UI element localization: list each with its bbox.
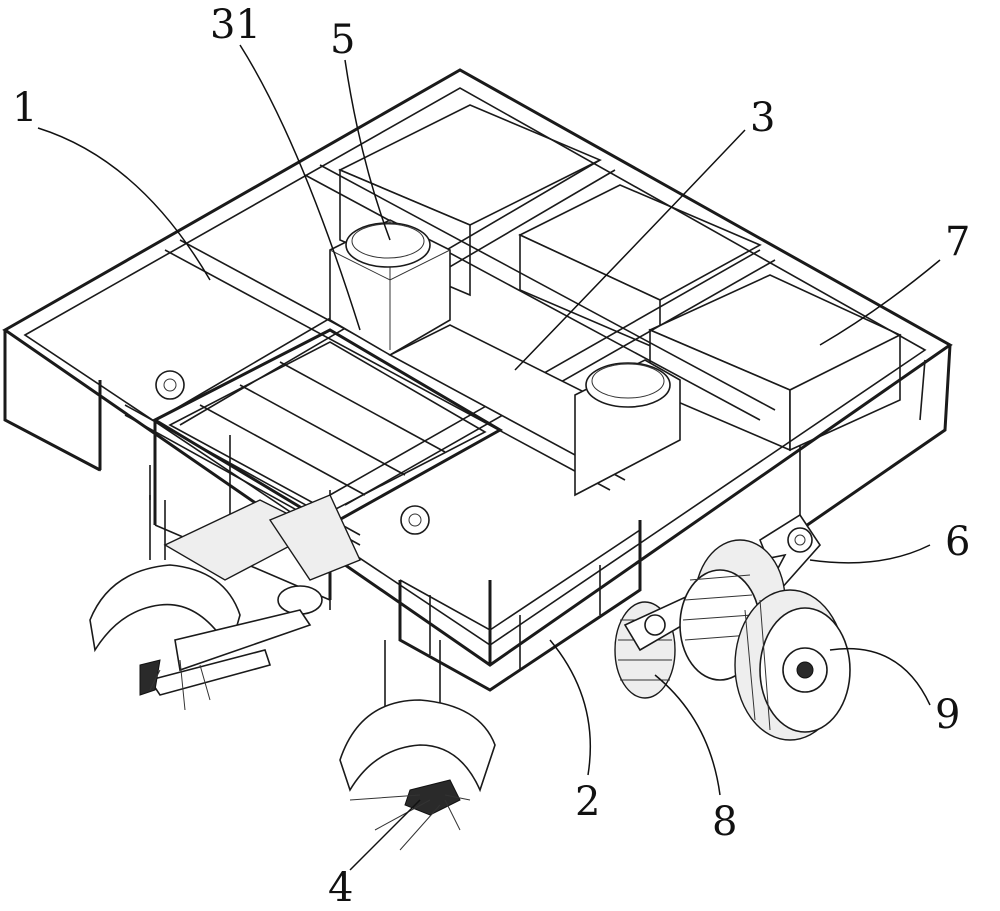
tiller-4 (339, 640, 496, 851)
label-9: 9 (935, 692, 961, 738)
shafts (124, 370, 430, 615)
label-4: 4 (328, 865, 354, 911)
wheel-9 (734, 589, 851, 741)
label-8: 8 (712, 799, 738, 845)
label-7: 7 (945, 219, 971, 265)
tank-5 (345, 222, 431, 268)
label-31: 31 (210, 2, 261, 48)
label-3: 3 (750, 95, 776, 141)
label-5: 5 (330, 17, 356, 63)
label-1: 1 (12, 85, 38, 131)
tiller-left (89, 495, 312, 711)
label-6: 6 (945, 519, 971, 565)
leader-lines (37, 44, 941, 871)
label-2: 2 (575, 779, 601, 825)
tank-secondary (585, 362, 671, 408)
